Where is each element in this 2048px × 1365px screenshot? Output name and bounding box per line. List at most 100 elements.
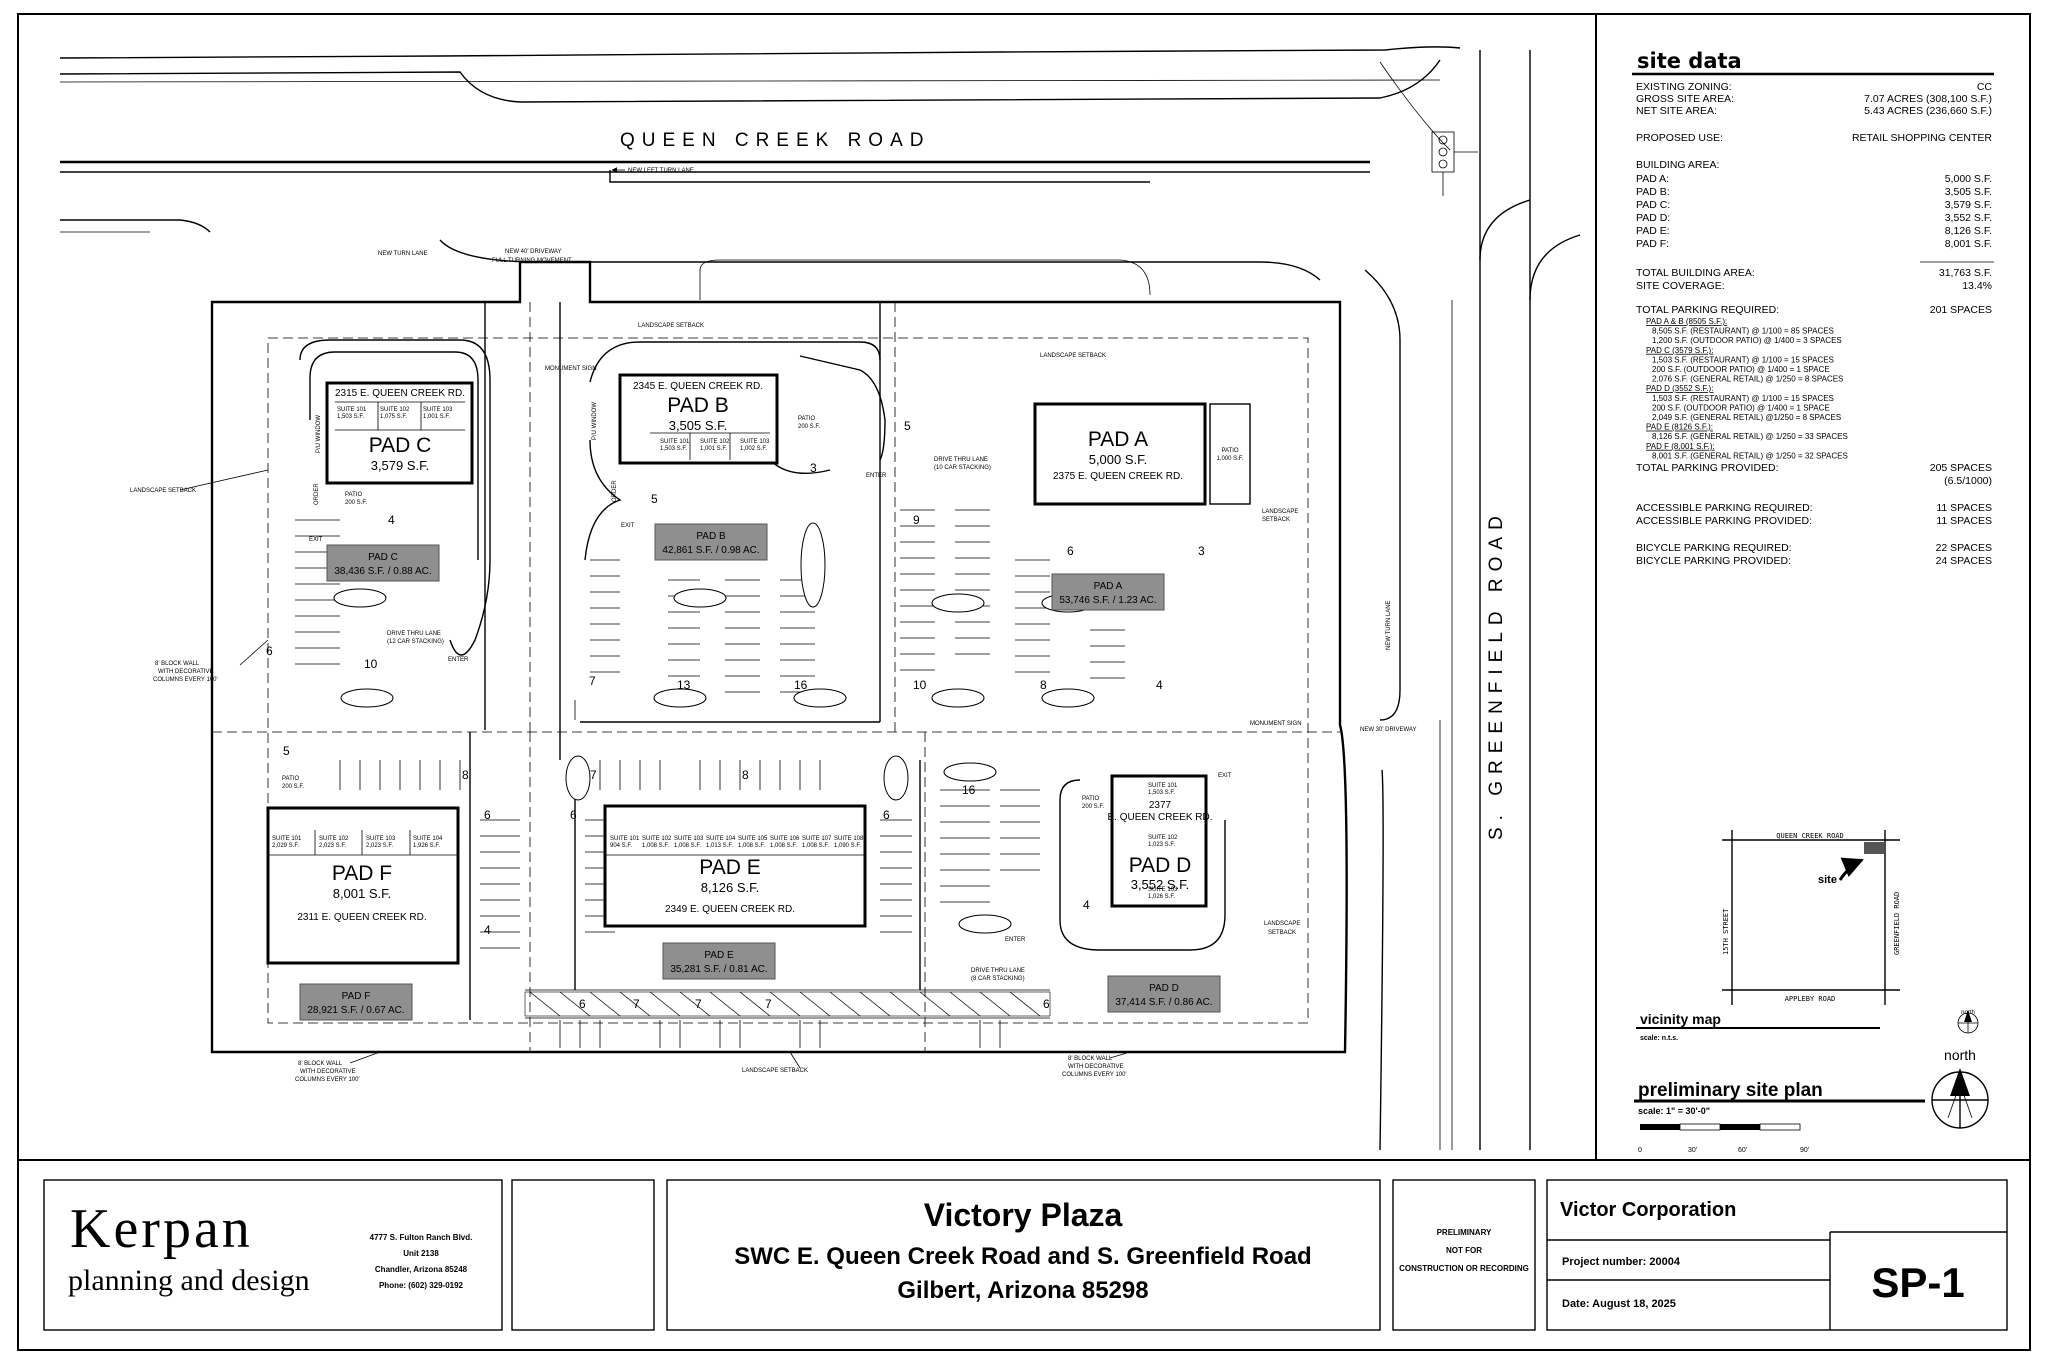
svg-text:PAD A:: PAD A:	[1636, 173, 1669, 185]
vicinity-map: QUEEN CREEK ROAD APPLEBY ROAD 15TH STREE…	[1636, 830, 1979, 1042]
lot-box-a: PAD A 53,746 S.F. / 1.23 AC.	[1051, 573, 1165, 611]
svg-text:6: 6	[1067, 544, 1074, 558]
north-label: north	[1944, 1047, 1976, 1063]
svg-text:3,552 S.F.: 3,552 S.F.	[1945, 212, 1992, 224]
svg-text:8' BLOCK WALL: 8' BLOCK WALL	[298, 1061, 343, 1067]
svg-text:ORDER: ORDER	[314, 483, 320, 505]
pad-b-addr: 2345 E. QUEEN CREEK RD.	[633, 381, 763, 392]
project-location: SWC E. Queen Creek Road and S. Greenfiel…	[734, 1243, 1311, 1270]
lot-box-e: PAD E 35,281 S.F. / 0.81 AC.	[662, 942, 776, 980]
svg-text:4: 4	[1156, 678, 1163, 692]
svg-text:7: 7	[589, 674, 596, 688]
svg-text:MONUMENT SIGN: MONUMENT SIGN	[545, 366, 597, 372]
suite-area: 2,029 S.F.	[272, 843, 299, 849]
svg-text:(8 CAR STACKING): (8 CAR STACKING)	[971, 976, 1025, 982]
pad-c-drive-thru	[299, 339, 491, 656]
suite-label: SUITE 102	[700, 439, 730, 445]
parking-detail-line: PAD D (3552 S.F.):	[1646, 384, 1713, 393]
svg-text:PAD D:: PAD D:	[1636, 212, 1670, 224]
svg-text:5,000 S.F.: 5,000 S.F.	[1945, 173, 1992, 185]
suite-area: 1,008 S.F.	[738, 843, 765, 849]
drive-aisles	[469, 259, 1151, 1020]
svg-text:6: 6	[570, 808, 577, 822]
greenfield-road: S. GREENFIELD ROAD NEW TURN LANE	[1364, 50, 1581, 1151]
suite-area: 2,023 S.F.	[319, 843, 346, 849]
svg-text:PAD C: PAD C	[368, 552, 398, 563]
north-arrow-icon	[1931, 1068, 1989, 1129]
svg-text:205 SPACES: 205 SPACES	[1930, 462, 1992, 474]
suite-label: SUITE 101	[1148, 783, 1178, 789]
svg-text:EXIT: EXIT	[309, 537, 323, 543]
pad-e-building: PAD E 8,126 S.F. 2349 E. QUEEN CREEK RD.	[603, 804, 867, 928]
suite-label: SUITE 103	[740, 439, 770, 445]
landscape-islands	[333, 522, 1095, 934]
pad-f-patio-label: PATIO	[282, 776, 299, 782]
pad-f-addr: 2311 E. QUEEN CREEK RD.	[297, 912, 426, 923]
lot-box-c: PAD C 38,436 S.F. / 0.88 AC.	[326, 544, 440, 582]
svg-text:ACCESSIBLE PARKING PROVIDED:: ACCESSIBLE PARKING PROVIDED:	[1636, 515, 1812, 527]
parking-detail-line: PAD A & B (8505 S.F.):	[1646, 317, 1727, 326]
svg-text:22 SPACES: 22 SPACES	[1936, 542, 1992, 554]
suite-label: SUITE 102	[642, 836, 672, 842]
svg-text:BICYCLE PARKING PROVIDED:: BICYCLE PARKING PROVIDED:	[1636, 555, 1791, 567]
svg-text:35,281 S.F. / 0.81 AC.: 35,281 S.F. / 0.81 AC.	[670, 964, 767, 975]
svg-text:6: 6	[266, 644, 273, 658]
pad-b-patio-label: PATIO	[798, 416, 815, 422]
suite-label: SUITE 103	[1148, 887, 1178, 893]
svg-text:TOTAL PARKING PROVIDED:: TOTAL PARKING PROVIDED:	[1636, 462, 1779, 474]
parking-detail-line: PAD C (3579 S.F.):	[1646, 346, 1713, 355]
suite-area: 904 S.F.	[610, 843, 632, 849]
new-turn-lane-label: NEW TURN LANE	[378, 251, 428, 257]
svg-text:PAD E:: PAD E:	[1636, 225, 1670, 237]
suite-label: SUITE 107	[802, 836, 832, 842]
greenfield-road-label: S. GREENFIELD ROAD	[1486, 509, 1507, 840]
firm-addr-1: 4777 S. Fulton Ranch Blvd.	[370, 1233, 473, 1242]
pad-a-patio-area: 1,000 S.F.	[1216, 456, 1243, 462]
svg-text:3,505 S.F.: 3,505 S.F.	[1945, 186, 1992, 198]
suite-area: 1,001 S.F.	[423, 414, 450, 420]
parking-detail-line: 8,001 S.F. (GENERAL RETAIL) @ 1/250 = 32…	[1652, 451, 1848, 460]
svg-text:RETAIL SHOPPING CENTER: RETAIL SHOPPING CENTER	[1852, 132, 1992, 144]
svg-text:PAD D: PAD D	[1149, 983, 1179, 994]
pad-a-name: PAD A	[1088, 428, 1148, 451]
parking-detail-line: 8,505 S.F. (RESTAURANT) @ 1/100 = 85 SPA…	[1652, 327, 1834, 336]
svg-text:WITH DECORATIVE: WITH DECORATIVE	[1068, 1064, 1124, 1070]
svg-text:7.07 ACRES (308,100 S.F.): 7.07 ACRES (308,100 S.F.)	[1864, 93, 1992, 105]
sheet-border	[17, 13, 2031, 1351]
svg-text:6: 6	[579, 997, 586, 1011]
suite-label: SUITE 103	[674, 836, 704, 842]
plan-title-block: preliminary site plan scale: 1" = 30'-0"…	[1634, 1047, 1989, 1154]
svg-text:8' BLOCK WALL: 8' BLOCK WALL	[155, 661, 200, 667]
svg-text:16: 16	[962, 783, 976, 797]
pad-c-name: PAD C	[369, 434, 432, 457]
stall-count-labels: 4 6 10 5 5 7 13 16 3 5 9 10 8 4 6 3 8 6 …	[266, 419, 1205, 1011]
pad-f-building: PAD F 8,001 S.F. 2311 E. QUEEN CREEK RD.	[266, 806, 460, 965]
svg-text:3,579 S.F.: 3,579 S.F.	[1945, 199, 1992, 211]
parking-detail-list: PAD A & B (8505 S.F.):8,505 S.F. (RESTAU…	[1646, 317, 1848, 460]
svg-text:4: 4	[1083, 898, 1090, 912]
svg-text:LANDSCAPE SETBACK: LANDSCAPE SETBACK	[638, 323, 704, 329]
pad-e-area: 8,126 S.F.	[701, 880, 760, 895]
svg-text:LANDSCAPE SETBACK: LANDSCAPE SETBACK	[130, 488, 196, 494]
svg-text:SETBACK: SETBACK	[1262, 517, 1290, 523]
pad-e-addr: 2349 E. QUEEN CREEK RD.	[665, 904, 795, 915]
svg-text:P/U WINDOW: P/U WINDOW	[316, 415, 322, 453]
svg-text:PAD A: PAD A	[1094, 581, 1123, 592]
svg-text:24 SPACES: 24 SPACES	[1936, 555, 1992, 567]
svg-text:COLUMNS EVERY 100': COLUMNS EVERY 100'	[1062, 1072, 1127, 1078]
svg-text:BICYCLE PARKING REQUIRED:: BICYCLE PARKING REQUIRED:	[1636, 542, 1792, 554]
suite-area: 1,008 S.F.	[642, 843, 669, 849]
parking-detail-line: 200 S.F. (OUTDOOR PATIO) @ 1/400 = 1 SPA…	[1652, 365, 1830, 374]
svg-text:7: 7	[633, 997, 640, 1011]
suite-area: 1,023 S.F.	[1148, 842, 1175, 848]
plan-title: preliminary site plan	[1638, 1080, 1823, 1101]
pad-f-name: PAD F	[332, 862, 392, 885]
vicinity-15th: 15TH STREET	[1722, 908, 1730, 955]
landscape-setback-line	[267, 337, 1309, 1024]
pad-e-name: PAD E	[699, 856, 760, 879]
svg-text:EXISTING ZONING:: EXISTING ZONING:	[1636, 81, 1732, 93]
svg-text:13: 13	[677, 678, 691, 692]
svg-text:9: 9	[913, 513, 920, 527]
